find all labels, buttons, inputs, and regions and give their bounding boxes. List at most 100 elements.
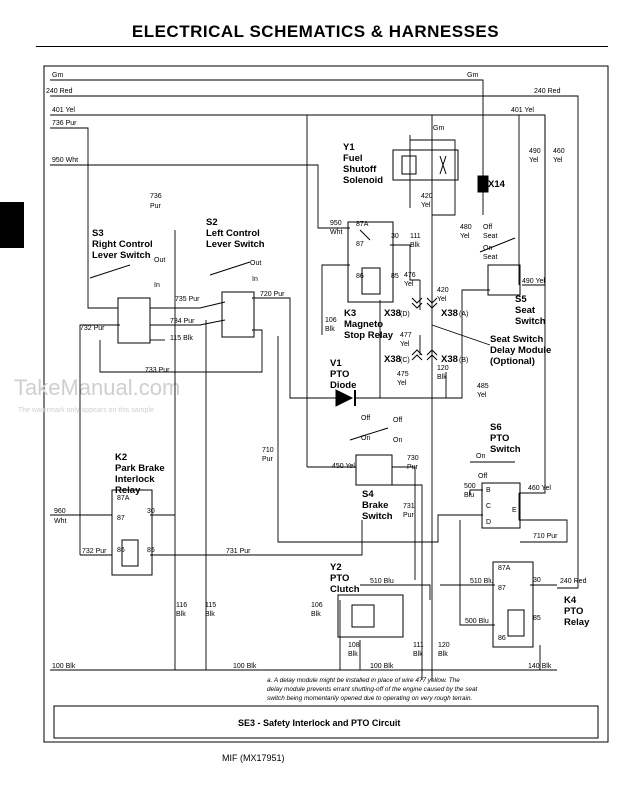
wire-label: 733 Pur	[145, 367, 170, 374]
component-label-s2-line-2: Lever Switch	[206, 239, 265, 250]
wire-label: 111	[410, 233, 421, 240]
wire-label: Yel	[404, 281, 414, 288]
component-label-ssdm-line-1: Delay Module	[490, 345, 551, 356]
wire-label: Blk	[348, 651, 358, 658]
wire-label: 100 Blk	[52, 663, 76, 670]
wire-label: 500	[464, 483, 476, 490]
s4-switch-box	[355, 454, 393, 486]
component-label-s4-line-0: S4	[362, 489, 374, 500]
k2-relay-box	[111, 489, 153, 576]
wire-label: 490	[529, 148, 541, 155]
page-title: ELECTRICAL SCHEMATICS & HARNESSES	[131, 22, 500, 41]
v1-pto-diode	[335, 389, 354, 407]
wire-736-pur	[50, 127, 118, 309]
component-label-k3-line-1: Magneto	[344, 319, 383, 330]
component-label-s6-line-1: PTO	[490, 433, 509, 444]
wire-label: 106	[325, 317, 337, 324]
wire-label: 734 Pur	[170, 318, 195, 325]
note-line-3: switch being momentarily opened due to o…	[267, 695, 472, 702]
wire-label: Blu	[464, 492, 474, 499]
wire-label: Yel	[477, 392, 487, 399]
wire-label: 85	[533, 615, 541, 622]
component-label-k2-line-1: Park Brake	[115, 463, 165, 474]
diagram-frame	[43, 65, 609, 743]
wire-label: 420	[421, 193, 433, 200]
wire-label: 732 Pur	[80, 325, 105, 332]
wire-label: 950	[330, 220, 342, 227]
watermark: TakeManual.com	[14, 375, 180, 400]
component-label-s2-line-0: S2	[206, 217, 218, 228]
component-label-s3-line-2: Lever Switch	[92, 250, 151, 261]
page-footer: MIF (MX17951)	[222, 753, 285, 763]
component-label-k2-line-0: K2	[115, 452, 127, 463]
wire-label: Pur	[403, 512, 415, 519]
wire-label: 240 Red	[560, 578, 587, 585]
s6-switch-box	[481, 482, 521, 529]
x38-label-b: X38	[441, 354, 458, 365]
wire-label: Yel	[553, 157, 563, 164]
wire-label: 460	[553, 148, 565, 155]
wire-label: 30	[533, 577, 541, 584]
wire-label: 87A	[117, 495, 130, 502]
wire-label: 736	[150, 193, 162, 200]
wire-label: On	[393, 437, 402, 444]
wire-label: Pur	[407, 464, 419, 471]
wire-label: 87A	[498, 565, 511, 572]
x38-label-a: X38	[441, 308, 458, 319]
wire-label: 401 Yel	[52, 107, 75, 114]
x38-pin-c: (C)	[400, 357, 410, 364]
component-label-k2-line-2: Interlock	[115, 474, 155, 485]
wire-label: Yel	[421, 202, 431, 209]
component-label-k3-line-2: Stop Relay	[344, 330, 394, 341]
wire-label: Yel	[529, 157, 539, 164]
wire-label: 730	[407, 455, 419, 462]
wire-label: 140 Blk	[528, 663, 552, 670]
wire-label: E	[512, 507, 517, 514]
wire-label: 401 Yel	[511, 107, 534, 114]
wire-label: 120	[437, 365, 449, 372]
wire-label: 710 Pur	[533, 533, 558, 540]
component-label-y2-line-0: Y2	[330, 562, 342, 573]
component-label-y1-line-2: Shutoff	[343, 164, 377, 175]
wire-label: 115 Blk	[170, 335, 193, 342]
wire-label: 477	[400, 332, 412, 339]
wire-label: 108	[348, 642, 360, 649]
caption-box	[53, 705, 599, 739]
component-label-y1-line-1: Fuel	[343, 153, 363, 164]
x14-connector	[477, 175, 489, 193]
component-label-y2-line-2: Clutch	[330, 584, 360, 595]
wire-label: Off	[361, 415, 370, 422]
component-label-s4-line-1: Brake	[362, 500, 388, 511]
wire-label: 510 Blu	[470, 578, 494, 585]
wire-label: 120	[438, 642, 450, 649]
component-label-v1-line-2: Diode	[330, 380, 356, 391]
wire-label: 720 Pur	[260, 291, 285, 298]
k3-relay-box	[347, 221, 394, 303]
wire-label: 87	[498, 585, 506, 592]
wire-label: 240 Red	[46, 88, 73, 95]
y1-solenoid-body	[392, 149, 459, 181]
x38-pin-a: (A)	[459, 311, 468, 318]
component-label-v1-line-0: V1	[330, 358, 342, 369]
wire-label: Off	[393, 417, 402, 424]
component-label-k2-line-3: Relay	[115, 485, 141, 496]
wire-label: 106	[311, 602, 323, 609]
component-label-s6-line-2: Switch	[490, 444, 521, 455]
wire-label: On	[361, 435, 370, 442]
component-label-y1-line-3: Solenoid	[343, 175, 383, 186]
wire-label: Blk	[311, 611, 321, 618]
wire-label: Wht	[54, 518, 67, 525]
wire-label: Out	[154, 257, 165, 264]
wire-label: 950 Wht	[52, 157, 78, 164]
wire-label: Out	[250, 260, 261, 267]
wire-label: Pur	[150, 203, 162, 210]
wire-label: 420	[437, 287, 449, 294]
note-line-1: a. A delay module might be installed in …	[267, 677, 460, 684]
wire-label: Off	[483, 224, 492, 231]
s5-switch-box	[487, 264, 521, 296]
component-label-s2-line-1: Left Control	[206, 228, 260, 239]
component-shapes	[89, 149, 534, 648]
wire-label: 731 Pur	[226, 548, 251, 555]
